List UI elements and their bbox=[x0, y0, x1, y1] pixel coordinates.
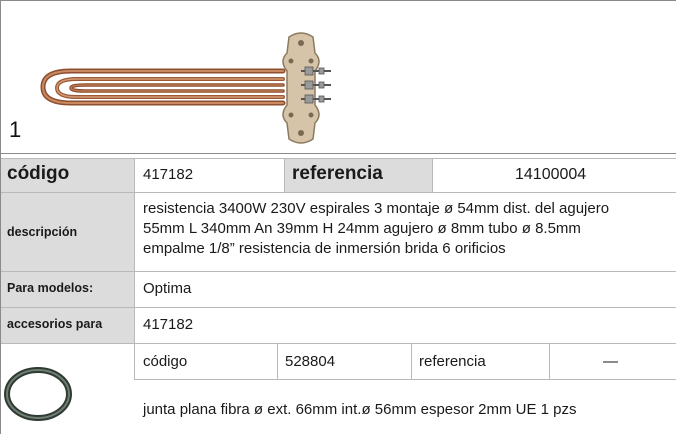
description-text: resistencia 3400W 230V espirales 3 monta… bbox=[143, 199, 676, 259]
accessory-code-value: 528804 bbox=[285, 353, 336, 370]
code-label: código bbox=[7, 163, 70, 184]
heating-element-image bbox=[40, 32, 331, 144]
accessories-label: accesorios para bbox=[7, 317, 103, 331]
code-value: 417182 bbox=[143, 166, 194, 183]
accessory-reference-value: — bbox=[603, 353, 618, 370]
product-photo-area: 1 bbox=[1, 1, 676, 153]
models-label-cell bbox=[1, 271, 134, 307]
reference-value: 14100004 bbox=[515, 166, 587, 183]
code-label-cell bbox=[1, 158, 134, 192]
models-value: Optima bbox=[143, 280, 192, 297]
accessories-label-cell bbox=[1, 307, 134, 343]
description-line: resistencia 3400W 230V espirales 3 monta… bbox=[143, 200, 610, 217]
models-label: Para modelos: bbox=[7, 281, 94, 295]
reference-label-cell bbox=[284, 158, 432, 192]
accessory-description: junta plana fibra ø ext. 66mm int.ø 56mm… bbox=[143, 401, 577, 418]
description-line: 55mm L 340mm An 39mm H 24mm agujero ø 8m… bbox=[143, 220, 581, 237]
accessory-code-label: código bbox=[143, 353, 188, 370]
gasket-ring-image bbox=[4, 367, 72, 421]
reference-label: referencia bbox=[292, 163, 383, 184]
accessories-value: 417182 bbox=[143, 316, 194, 333]
description-label: descripción bbox=[7, 225, 78, 239]
description-label-cell bbox=[1, 192, 134, 271]
photo-number: 1 bbox=[9, 117, 22, 142]
accessory-reference-label: referencia bbox=[419, 353, 486, 370]
description-line: empalme 1/8” resistencia de inmersión br… bbox=[143, 240, 506, 257]
